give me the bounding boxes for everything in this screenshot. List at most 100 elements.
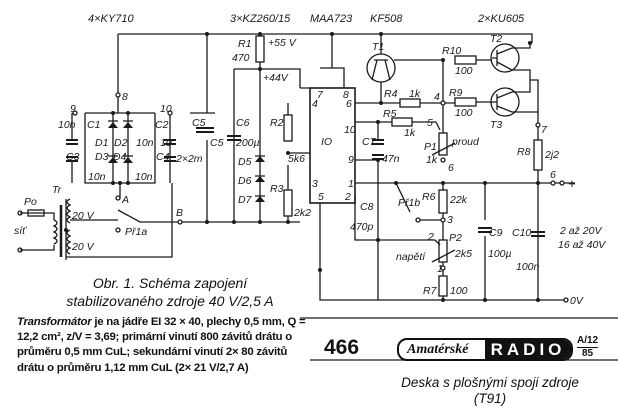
label: A bbox=[121, 194, 129, 206]
label: C8 bbox=[360, 201, 374, 213]
magazine-logo: Amatérské RADIO bbox=[397, 338, 573, 361]
label: R5 bbox=[383, 108, 397, 120]
description-text: je na jádře EI 32 × 40, plechy 0,5 mm, Q… bbox=[17, 316, 306, 374]
label: napětí bbox=[396, 251, 426, 263]
label: 2k2 bbox=[293, 207, 311, 219]
label: 2 až 20V bbox=[559, 225, 602, 237]
resistors bbox=[255, 35, 543, 297]
label-ic-type: MAA723 bbox=[310, 13, 353, 25]
resistor-r6 bbox=[438, 189, 448, 214]
terminals bbox=[17, 92, 569, 303]
wires bbox=[65, 33, 575, 301]
resistor-r7 bbox=[438, 275, 448, 297]
label: R6 bbox=[422, 191, 436, 203]
label: C10 bbox=[512, 227, 531, 239]
label: proud bbox=[451, 136, 480, 148]
component-labels: R1 470 +55 V +44V 8 9 10 10n C1 C2 10 10… bbox=[14, 33, 606, 307]
label: P1 bbox=[424, 141, 437, 153]
label: C5 bbox=[210, 137, 224, 149]
label: 3 bbox=[312, 178, 318, 190]
label: R1 bbox=[238, 38, 251, 50]
label: 10 bbox=[344, 124, 356, 136]
issue-number: A/12 85 bbox=[577, 335, 599, 360]
label: 2j2 bbox=[544, 149, 559, 161]
label: 10 bbox=[160, 137, 172, 149]
label: 1k bbox=[404, 127, 416, 139]
label: 7 bbox=[317, 89, 324, 101]
label: 470p bbox=[350, 221, 374, 233]
label: C7 bbox=[362, 136, 377, 148]
issue-bottom: 85 bbox=[582, 348, 594, 359]
label: 5 bbox=[318, 191, 324, 203]
ic-maa723 bbox=[309, 87, 356, 204]
figure-caption-line2: stabilizovaného zdroje 40 V/2,5 A bbox=[66, 293, 274, 309]
label: C9 bbox=[489, 227, 503, 239]
label: 5 bbox=[427, 117, 433, 129]
resistor-r5 bbox=[391, 117, 413, 127]
label: C4 bbox=[156, 151, 170, 163]
label: R3 bbox=[270, 183, 284, 195]
label: R8 bbox=[517, 146, 531, 158]
label: C2 bbox=[155, 119, 169, 131]
transistor-t1 bbox=[366, 53, 396, 83]
label: 10n bbox=[136, 137, 154, 149]
resistor-r4 bbox=[399, 98, 421, 108]
label: 22k bbox=[449, 194, 468, 206]
label: C5 bbox=[192, 117, 206, 129]
label: 8 bbox=[343, 89, 349, 101]
capacitors bbox=[66, 127, 545, 237]
label: 10n bbox=[88, 171, 106, 183]
label: 100 bbox=[450, 285, 468, 297]
junction-dots bbox=[64, 32, 540, 302]
label: 100 bbox=[455, 65, 473, 77]
label: 4 bbox=[434, 91, 440, 103]
label: 100 bbox=[455, 107, 473, 119]
label: 2 bbox=[344, 191, 351, 203]
label: D2 bbox=[114, 137, 128, 149]
label-bridge-diodes: 4×KY710 bbox=[88, 13, 134, 25]
figure-caption-line1: Obr. 1. Schéma zapojení bbox=[92, 275, 248, 291]
resistor-r3 bbox=[283, 189, 293, 217]
label-t1-type: KF508 bbox=[370, 13, 403, 25]
label-t2-t3-type: 2×KU605 bbox=[477, 13, 525, 25]
label: 2k5 bbox=[454, 248, 472, 260]
label: 1k bbox=[409, 88, 421, 100]
label: 47n bbox=[382, 153, 400, 165]
label: IO bbox=[321, 136, 332, 148]
label: 20 V bbox=[71, 241, 95, 253]
pcb-code: (T91) bbox=[473, 391, 507, 406]
label: 4 bbox=[312, 98, 318, 110]
label: 9 bbox=[348, 154, 354, 166]
resistor-r1 bbox=[255, 35, 265, 63]
label: C3 bbox=[66, 151, 80, 163]
label: D6 bbox=[238, 175, 252, 187]
transistor-t3 bbox=[490, 87, 520, 117]
label: 100n bbox=[516, 261, 540, 273]
label: R10 bbox=[442, 45, 461, 57]
label: 470 bbox=[232, 52, 250, 64]
label: 9 bbox=[70, 103, 76, 115]
label: B bbox=[176, 207, 183, 219]
label: Př1a bbox=[125, 226, 147, 238]
label: R4 bbox=[384, 88, 398, 100]
label: 1 bbox=[437, 263, 443, 275]
label: D1 bbox=[95, 137, 108, 149]
label: 0V bbox=[570, 295, 584, 307]
label: 8 bbox=[122, 91, 128, 103]
potentiometer-p1 bbox=[438, 132, 448, 156]
logo-script: Amatérské bbox=[407, 341, 469, 357]
label: 6 bbox=[346, 98, 352, 110]
issue-top: A/12 bbox=[577, 335, 599, 348]
label: + bbox=[568, 176, 576, 191]
label: D7 bbox=[238, 194, 253, 206]
pcb-title: Deska s plošnými spoji zdroje bbox=[401, 375, 579, 390]
label: R7 bbox=[423, 285, 438, 297]
label: 10n bbox=[135, 171, 153, 183]
resistor-r9 bbox=[454, 97, 477, 107]
label: D5 bbox=[238, 156, 252, 168]
logo-block: RADIO bbox=[485, 340, 571, 359]
label: 6 bbox=[550, 169, 556, 181]
label: 200µ bbox=[235, 137, 260, 149]
transistor-t2 bbox=[490, 43, 520, 73]
label: 16 až 40V bbox=[558, 239, 606, 251]
